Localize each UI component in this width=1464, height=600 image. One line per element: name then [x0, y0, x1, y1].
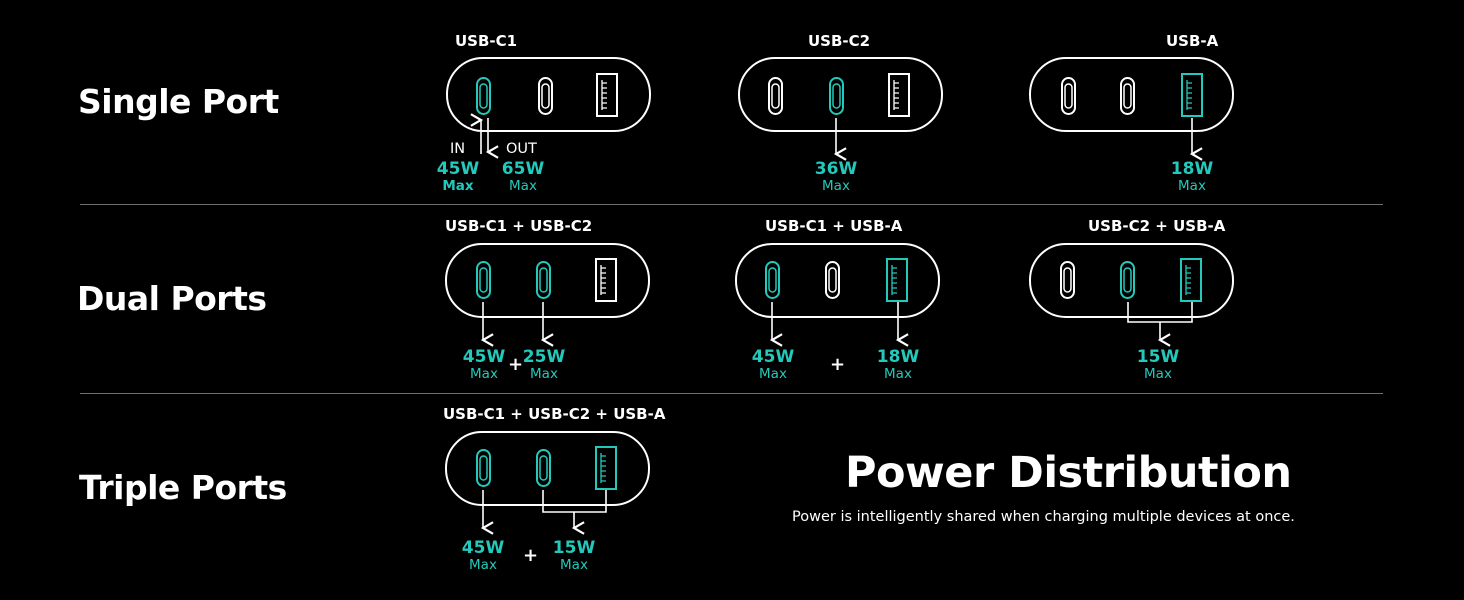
port-label-usb-a: USB-A	[1166, 32, 1219, 50]
max-label: Max	[470, 366, 498, 382]
max-label: Max	[1178, 178, 1206, 194]
usb-a-port-icon	[1181, 73, 1203, 117]
port-label-usb-c1: USB-C1	[455, 32, 518, 50]
max-label: Max	[1144, 366, 1172, 382]
usb-c-port-icon	[1061, 77, 1076, 115]
plus-sign: +	[523, 545, 539, 566]
port-label-usb-c1-c2: USB-C1 + USB-C2	[445, 217, 593, 235]
charger-body	[735, 243, 940, 318]
usb-c-port-icon	[536, 449, 551, 487]
row-title-dual-ports: Dual Ports	[77, 279, 267, 318]
watt-value: 25W	[522, 347, 566, 367]
power-distribution-subtitle: Power is intelligently shared when charg…	[792, 509, 1295, 525]
max-label: Max	[469, 557, 497, 573]
port-label-usb-c1-c2-a: USB-C1 + USB-C2 + USB-A	[443, 405, 666, 423]
charger-body	[445, 431, 650, 506]
usb-c-port-icon	[1060, 261, 1075, 299]
usb-a-port-icon	[595, 446, 617, 490]
max-label: Max	[759, 366, 787, 382]
usb-c-port-icon	[538, 77, 553, 115]
max-label: Max	[560, 557, 588, 573]
usb-a-port-icon	[596, 73, 618, 117]
usb-c-port-icon	[476, 77, 491, 115]
max-label: Max	[509, 178, 537, 194]
watt-value: 45W	[751, 347, 795, 367]
usb-c-port-icon	[829, 77, 844, 115]
usb-a-port-icon	[1180, 258, 1202, 302]
watt-value: 45W	[462, 347, 506, 367]
row-divider	[80, 393, 1383, 394]
charger-body	[738, 57, 943, 132]
watt-value: 15W	[552, 538, 596, 558]
usb-a-port-icon	[886, 258, 908, 302]
plus-sign: +	[508, 354, 524, 375]
row-title-triple-ports: Triple Ports	[79, 468, 287, 507]
usb-a-port-icon	[888, 73, 910, 117]
watt-value: 65W	[501, 159, 545, 179]
charger-body	[1029, 243, 1234, 318]
usb-c-port-icon	[536, 261, 551, 299]
max-label: Max	[884, 366, 912, 382]
usb-c-port-icon	[1120, 261, 1135, 299]
port-label-usb-c2-a: USB-C2 + USB-A	[1088, 217, 1226, 235]
watt-value: 18W	[876, 347, 920, 367]
plus-sign: +	[830, 354, 846, 375]
charger-body	[445, 243, 650, 318]
watt-value: 45W	[436, 159, 480, 179]
max-label: Max	[822, 178, 850, 194]
watt-value: 36W	[814, 159, 858, 179]
out-label: OUT	[506, 141, 537, 157]
usb-c-port-inner	[479, 83, 488, 109]
usb-c-port-icon	[476, 261, 491, 299]
row-title-single-port: Single Port	[78, 82, 279, 121]
max-label: Max	[442, 178, 474, 194]
port-label-usb-c2: USB-C2	[808, 32, 871, 50]
max-label: Max	[530, 366, 558, 382]
merge-bracket	[1127, 302, 1193, 323]
power-distribution-title: Power Distribution	[845, 448, 1292, 498]
usb-c-port-icon	[765, 261, 780, 299]
merge-bracket	[542, 490, 607, 513]
port-label-usb-c1-a: USB-C1 + USB-A	[765, 217, 903, 235]
usb-c-port-icon	[1120, 77, 1135, 115]
charger-body	[1029, 57, 1234, 132]
in-label: IN	[450, 141, 466, 157]
watt-value: 18W	[1170, 159, 1214, 179]
usb-c-port-icon	[476, 449, 491, 487]
charger-body	[446, 57, 651, 132]
watt-value: 15W	[1136, 347, 1180, 367]
watt-value: 45W	[461, 538, 505, 558]
row-divider	[80, 204, 1383, 205]
usb-c-port-icon	[768, 77, 783, 115]
usb-a-port-icon	[595, 258, 617, 302]
usb-c-port-icon	[825, 261, 840, 299]
